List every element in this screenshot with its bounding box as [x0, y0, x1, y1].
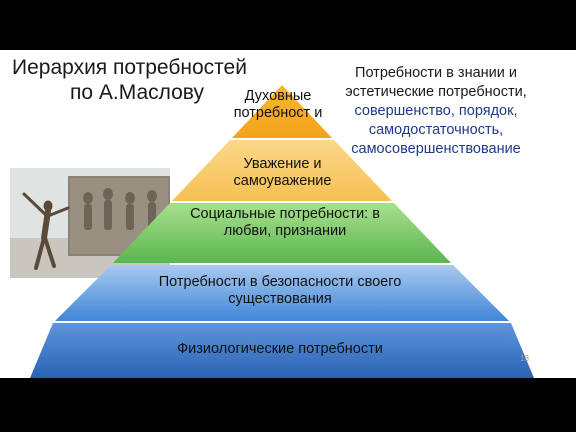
- note-line: совершенство, порядок,: [354, 103, 518, 119]
- page-number: 13: [520, 354, 529, 363]
- title-line-2: по А.Маслову: [70, 81, 204, 104]
- note-line: самодостаточность,: [368, 122, 504, 138]
- title-line-1: Иерархия потребностей: [12, 56, 247, 79]
- pyramid-level-esteem: [172, 140, 392, 201]
- pyramid-label-spiritual: Духовные потребност и: [233, 88, 323, 121]
- pyramid-level-safety: [55, 265, 509, 321]
- pyramid-label-social: Социальные потребности: в любви, признан…: [190, 206, 380, 239]
- higher-needs-note: Потребности в знании и эстетические потр…: [334, 64, 538, 159]
- page-title: Иерархия потребностей по А.Маслову: [12, 55, 282, 105]
- pyramid-label-physiological: Физиологические потребности: [177, 341, 383, 357]
- note-line: эстетические потребности,: [345, 84, 527, 100]
- pyramid-level-spiritual: [232, 85, 332, 138]
- sculpture-photo: [10, 168, 170, 278]
- note-line: Потребности в знании и: [355, 65, 517, 81]
- pyramid-label-esteem: Уважение и самоуважение: [233, 156, 332, 189]
- pyramid-level-social: [113, 203, 451, 263]
- note-line: самосовершенствование: [351, 141, 521, 157]
- pyramid-level-physiological: [30, 323, 534, 378]
- maslow-pyramid: [30, 85, 534, 378]
- pyramid-label-safety: Потребности в безопасности своего сущест…: [158, 274, 402, 307]
